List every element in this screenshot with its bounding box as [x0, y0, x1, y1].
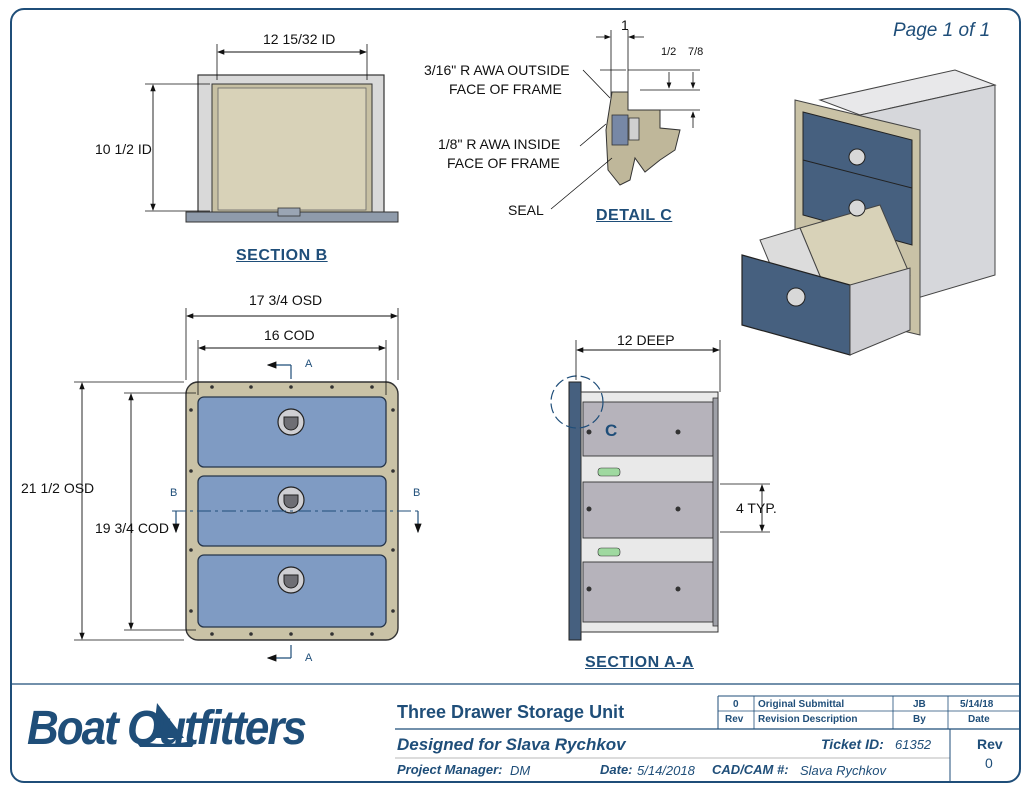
detail-c-dim-seven-eighths: 7/8	[688, 46, 704, 58]
section-b-height-dimension: 10 1/2 ID	[95, 141, 152, 157]
front-osd-height-dimension: 21 1/2 OSD	[21, 480, 95, 496]
front-cod-width-dimension: 16 COD	[264, 327, 315, 343]
date-value: 5/14/2018	[637, 763, 695, 778]
project-manager-label: Project Manager:	[397, 762, 503, 777]
revision-row-desc: Original Submittal	[758, 699, 845, 710]
section-aa-spacing-dimension: 4 TYP.	[736, 500, 777, 516]
section-marker-a-top: A	[305, 358, 313, 370]
detail-c-dim-top: 1	[621, 17, 629, 33]
revision-header-by: By	[913, 714, 926, 725]
revision-header-date: Date	[968, 714, 990, 725]
page-label: Page 1 of 1	[893, 20, 991, 41]
section-marker-a-bottom: A	[305, 652, 313, 664]
detail-c-title: DETAIL C	[596, 207, 673, 224]
rev-header: Rev	[977, 736, 1003, 752]
section-marker-b-right: B	[413, 487, 421, 499]
detail-c-view	[550, 30, 700, 210]
revision-header-rev: Rev	[725, 714, 744, 725]
section-marker-b-left: B	[170, 487, 178, 499]
detail-c-note-outside-line2: FACE OF FRAME	[449, 81, 562, 97]
cad-cam-label: CAD/CAM #:	[712, 762, 789, 777]
section-aa-detail-marker: C	[605, 421, 618, 440]
cad-cam-value: Slava Rychkov	[800, 763, 886, 778]
revision-header-desc: Revision Description	[758, 714, 858, 725]
revision-row-date: 5/14/18	[960, 699, 994, 710]
section-aa-view	[550, 340, 770, 641]
drawing-sheet-border	[10, 8, 1021, 783]
section-b-width-dimension: 12 15/32 ID	[263, 31, 336, 47]
detail-c-dim-half: 1/2	[661, 46, 677, 58]
project-manager-value: DM	[510, 763, 531, 778]
front-osd-width-dimension: 17 3/4 OSD	[249, 292, 323, 308]
front-view	[74, 308, 422, 662]
isometric-view	[741, 69, 997, 356]
designed-for-label: Designed for Slava Rychkov	[397, 735, 626, 754]
revision-row-by: JB	[913, 699, 926, 710]
ticket-label: Ticket ID:	[821, 736, 884, 752]
revision-row-rev: 0	[733, 699, 739, 710]
date-label: Date:	[600, 762, 633, 777]
project-title: Three Drawer Storage Unit	[397, 702, 625, 722]
section-aa-title: SECTION A-A	[585, 654, 694, 671]
rev-value: 0	[985, 755, 993, 771]
ticket-value: 61352	[895, 737, 932, 752]
detail-c-note-inside-line2: FACE OF FRAME	[447, 155, 560, 171]
detail-c-note-seal: SEAL	[508, 202, 544, 218]
section-b-title: SECTION B	[236, 247, 328, 264]
detail-c-note-outside-line1: 3/16" R AWA OUTSIDE	[424, 62, 570, 78]
title-block-grid	[12, 683, 1019, 783]
front-cod-height-dimension: 19 3/4 COD	[95, 520, 169, 536]
section-b-view	[145, 44, 399, 223]
section-aa-depth-dimension: 12 DEEP	[617, 332, 675, 348]
detail-c-note-inside-line1: 1/8" R AWA INSIDE	[438, 136, 561, 152]
company-logo: Boat Outfitters	[27, 701, 307, 755]
logo-boat-icon	[135, 703, 196, 747]
